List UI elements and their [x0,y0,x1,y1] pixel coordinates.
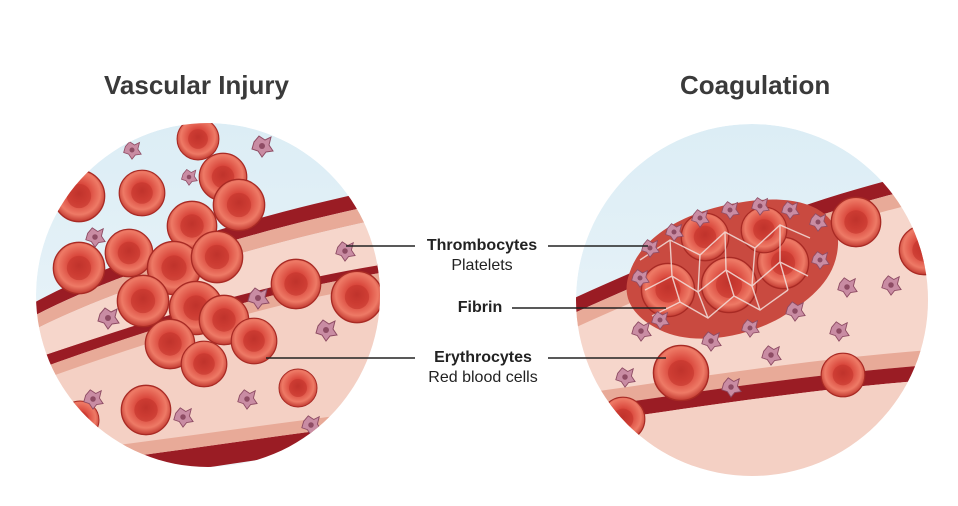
panel-title-coagulation: Coagulation [680,70,831,100]
fibrin-mesh [639,224,811,319]
leader-lines [266,245,666,359]
panel-title-vascular-injury: Vascular Injury [104,70,289,100]
label-fibrin-main: Fibrin [457,299,503,316]
coagulation-panel [576,124,928,476]
label-erythrocytes-main: Erythrocytes [434,349,532,366]
label-thrombocytes-sub: Platelets [451,257,513,274]
label-thrombocytes-main: Thrombocytes [426,237,538,254]
vascular-injury-panel [36,123,380,467]
label-fibrin: Fibrin [452,298,508,318]
blood-clot [626,197,839,352]
label-thrombocytes: Thrombocytes Platelets [418,236,546,276]
label-erythrocytes-sub: Red blood cells [428,369,538,386]
label-erythrocytes: Erythrocytes Red blood cells [418,348,548,388]
